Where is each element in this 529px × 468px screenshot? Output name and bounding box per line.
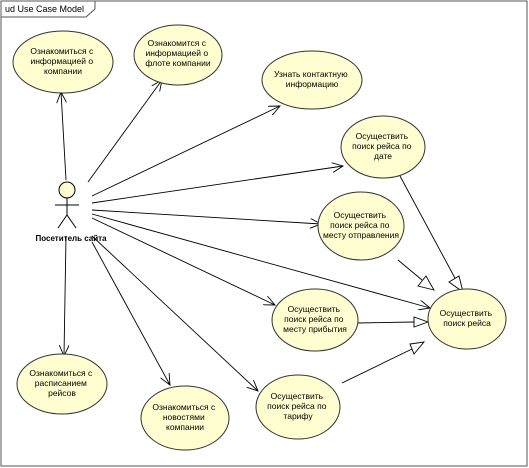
- use-case-about-shape: [12, 30, 114, 94]
- assoc-tariff: [91, 235, 258, 391]
- use-case-arrival[interactable]: Осуществить поиск рейса по месту прибыти…: [271, 288, 359, 352]
- gen-tariff: [341, 348, 413, 384]
- use-case-date[interactable]: Осуществить поиск рейса по дате: [340, 115, 426, 179]
- use-case-about-label: Ознакомиться с информацией о компании: [30, 46, 95, 76]
- use-case-tariff-shape: [255, 374, 341, 440]
- use-case-contacts[interactable]: Узнать контактную информацию: [261, 50, 363, 110]
- gen-tariff-head: [409, 341, 426, 355]
- gen-departure-head: [417, 275, 435, 291]
- use-case-arrival-label: Осуществить поиск рейса по месту прибыти…: [283, 304, 347, 334]
- assoc-schedule: [64, 235, 66, 356]
- actor-site-visitor[interactable]: Посетитель сайта: [35, 181, 107, 243]
- associations: [61, 80, 430, 391]
- actor-right-leg: [66, 214, 77, 229]
- actor-left-leg: [57, 214, 68, 229]
- use-case-date-shape: [340, 115, 426, 179]
- generalizations: [341, 175, 464, 384]
- use-case-contacts-label: Узнать контактную информацию: [274, 69, 350, 89]
- use-case-search-label: Осуществить поиск рейса: [440, 308, 495, 328]
- use-case-schedule-shape: [16, 353, 108, 415]
- assoc-news: [91, 241, 170, 385]
- assoc-departure: [91, 209, 321, 224]
- use-case-tariff[interactable]: Осуществить поиск рейса по тарифу: [255, 374, 341, 440]
- use-case-date-label: Осуществить поиск рейса по дате: [352, 131, 414, 161]
- gen-arrival: [357, 321, 415, 324]
- assoc-date: [91, 166, 343, 204]
- use-case-departure[interactable]: Осуществить поиск рейса по месту отправл…: [317, 191, 405, 261]
- use-case-arrival-shape: [271, 288, 359, 352]
- use-case-news-shape: [140, 385, 230, 451]
- use-case-about[interactable]: Ознакомиться с информацией о компании: [12, 30, 114, 94]
- frame-title: ud Use Case Model: [5, 4, 84, 14]
- gen-date: [399, 175, 457, 281]
- gen-date-head: [448, 275, 464, 294]
- assoc-contacts: [91, 106, 280, 197]
- actor-name: Посетитель сайта: [35, 234, 107, 243]
- gen-departure: [397, 259, 423, 281]
- use-case-tariff-label: Осуществить поиск рейса по тарифу: [267, 391, 329, 421]
- use-case-search-shape: [427, 288, 507, 350]
- use-case-contacts-shape: [261, 50, 363, 110]
- use-case-schedule-label: Ознакомиться с расписанием рейсов: [29, 368, 94, 398]
- use-case-fleet-shape: [133, 24, 223, 86]
- actor-head: [58, 181, 76, 199]
- gen-arrival-head: [413, 316, 430, 328]
- use-case-schedule[interactable]: Ознакомиться с расписанием рейсов: [16, 353, 108, 415]
- use-case-departure-label: Осуществить поиск рейса по месту отправл…: [323, 210, 399, 240]
- use-case-fleet-label: Ознакомится с информацией о флоте компан…: [145, 38, 210, 68]
- use-case-news[interactable]: Ознакомиться с новостями компании: [140, 385, 230, 451]
- frame-title-tab: [0, 0, 96, 18]
- assoc-about: [61, 92, 66, 181]
- assoc-search: [91, 213, 430, 308]
- assoc-fleet: [87, 80, 162, 183]
- use-case-news-label: Ознакомиться с новостями компании: [152, 402, 217, 432]
- use-case-departure-shape: [317, 191, 405, 261]
- use-case-search[interactable]: Осуществить поиск рейса: [427, 288, 507, 350]
- use-case-fleet[interactable]: Ознакомится с информацией о флоте компан…: [133, 24, 223, 86]
- assoc-arrival: [91, 217, 275, 305]
